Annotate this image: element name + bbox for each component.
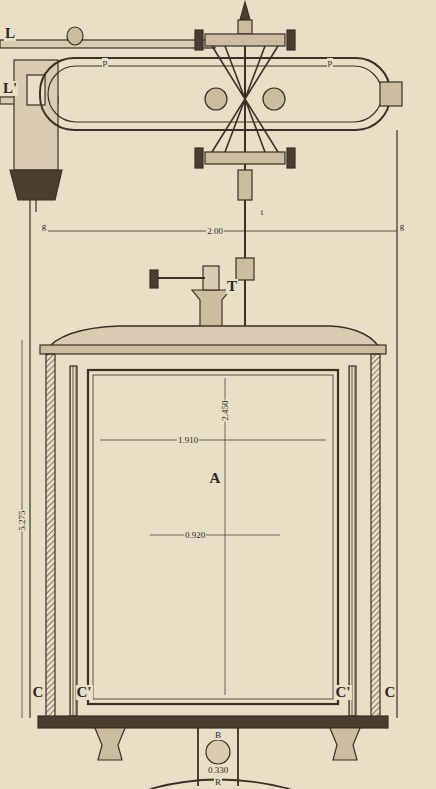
callout-letter: A (209, 471, 222, 486)
callout-letter: C (32, 685, 45, 700)
valve-lever (150, 270, 158, 288)
bolt (195, 30, 203, 50)
cylinder-wall (46, 354, 55, 720)
dimension-label: 2.00 (206, 227, 224, 236)
valve-b (206, 740, 230, 764)
dimension-line (150, 535, 280, 536)
dimension-label: g (399, 222, 406, 231)
piston-bell (93, 375, 333, 699)
bolt (195, 148, 203, 168)
dimension-label: 5.275 (18, 509, 27, 531)
governor-ball (205, 88, 227, 110)
base-plate (38, 716, 388, 728)
dimension-label: g (41, 222, 48, 231)
governor-collar (205, 34, 285, 46)
cylinder-wall (371, 354, 380, 720)
dimension-label: 2.450 (221, 399, 230, 421)
finial (238, 20, 252, 34)
belt-loop (40, 58, 390, 130)
dashpot-weight (10, 170, 62, 200)
bolt (287, 148, 295, 168)
belt-bracket (380, 82, 402, 106)
dimension-line (100, 440, 326, 441)
frame-rod (396, 130, 397, 718)
air-pipe (237, 728, 239, 786)
dimension-label: 1.910 (177, 436, 199, 445)
callout-letter: T (226, 279, 238, 294)
dimension-label: p (327, 58, 334, 67)
bolt (287, 30, 295, 50)
finial (240, 2, 250, 20)
cylinder-flange (40, 345, 386, 354)
piston-bell (88, 370, 338, 704)
dimension-line (225, 378, 226, 695)
dimension-label: 0.920 (184, 531, 206, 540)
annular-wall (349, 366, 356, 716)
dimension-label: p (102, 58, 109, 67)
spindle-coupling (236, 258, 254, 280)
annular-wall (70, 366, 77, 716)
foot (330, 728, 360, 760)
foot (95, 728, 125, 760)
frame-rod (29, 130, 30, 718)
valve-stem (203, 266, 219, 290)
lever (0, 40, 215, 48)
dimension-label: R (214, 778, 222, 787)
callout-letter: L' (2, 81, 18, 96)
dashpot (14, 60, 58, 170)
dimension-label: t (260, 208, 265, 217)
dimension-label: 0.330 (207, 766, 229, 775)
spindle-sleeve (238, 170, 252, 200)
callout-letter: C (384, 685, 397, 700)
air-pipe (197, 728, 199, 786)
callout-letter: C' (76, 685, 93, 700)
dimension-label: B (214, 731, 222, 740)
belt-loop (48, 66, 382, 122)
callout-letter: L (4, 26, 16, 41)
callout-letter: C' (335, 685, 352, 700)
valve-body (192, 290, 230, 330)
governor-ball (263, 88, 285, 110)
governor-collar (205, 152, 285, 164)
lever-knob (67, 27, 83, 45)
dashpot-rod (35, 200, 36, 212)
